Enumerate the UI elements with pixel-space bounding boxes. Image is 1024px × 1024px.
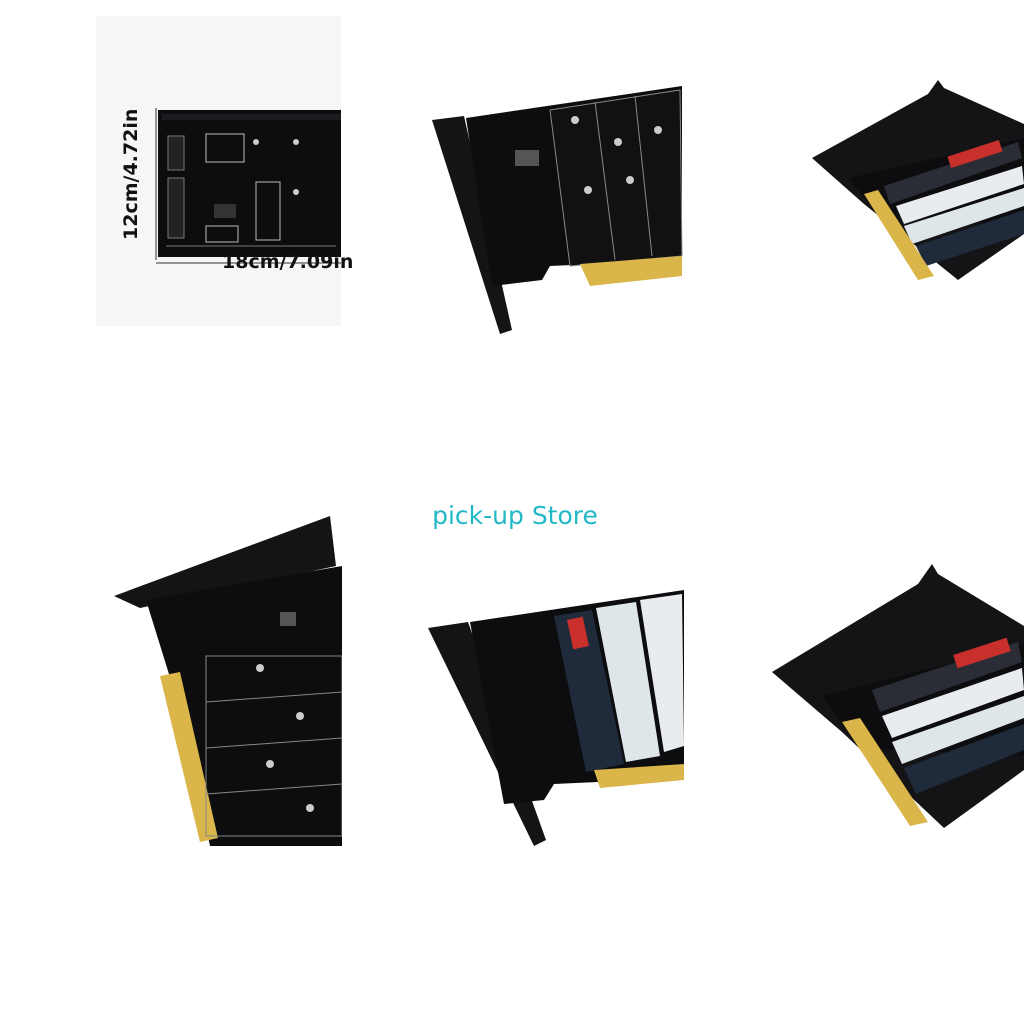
adapter-with-ssds-photo-1 [808, 74, 1024, 284]
adapter-angled-photo [420, 80, 684, 340]
ssd-card-full-image [772, 564, 1024, 828]
height-label: 12cm/4.72in [120, 108, 142, 240]
adapter-card-bottom-image [114, 516, 343, 846]
ssd-card-angled-image [428, 590, 684, 846]
adapter-bottom-view-photo [110, 516, 343, 846]
adapter-card-image [432, 86, 683, 334]
ssd-card-image [812, 80, 1024, 280]
adapter-with-ssds-photo-3 [768, 560, 1024, 830]
adapter-board-top-view [155, 108, 341, 264]
width-label: 18cm/7.09in [222, 251, 354, 273]
store-name: pick-up Store [432, 501, 598, 530]
adapter-with-ssds-photo-2 [424, 588, 684, 850]
dimension-photo [96, 16, 341, 326]
